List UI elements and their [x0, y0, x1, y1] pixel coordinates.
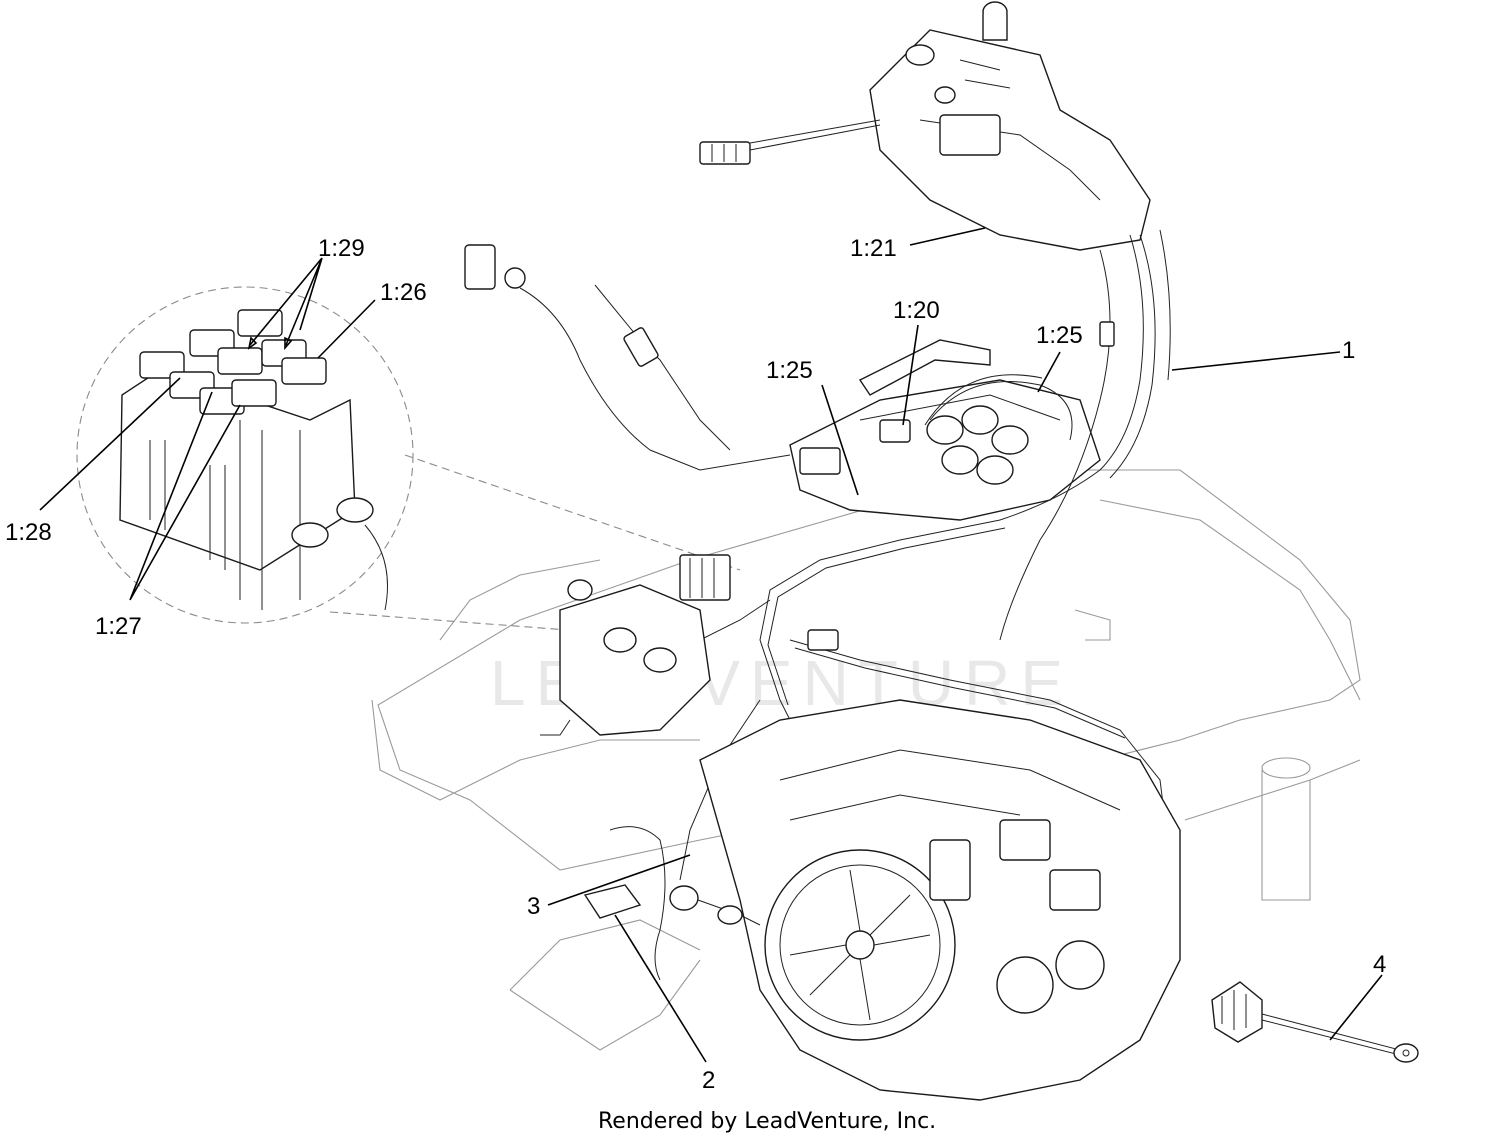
engine: [699, 699, 1181, 1101]
callout-1-29: 1:29: [318, 235, 365, 262]
sensor-lead: [464, 244, 791, 471]
callout-1-20: 1:20: [893, 297, 940, 324]
render-credit: Rendered by LeadVenture, Inc.: [598, 1109, 936, 1134]
zoom-leader-top: [404, 454, 741, 571]
callout-1: 1: [1342, 337, 1355, 364]
zoom-leader-bottom: [329, 611, 701, 641]
leader-lines: [39, 227, 1383, 1063]
callout-1-26: 1:26: [380, 279, 427, 306]
lower-left-parts: [583, 826, 761, 981]
callout-1-27: 1:27: [95, 613, 142, 640]
callout-1-28: 1:28: [5, 519, 52, 546]
ground-cable-item-4: [1211, 981, 1419, 1063]
callout-2: 2: [702, 1067, 715, 1094]
engine-top-assembly: [789, 339, 1101, 521]
callout-1-21: 1:21: [850, 235, 897, 262]
main-harness: [679, 229, 1171, 881]
valve-block: [540, 554, 731, 736]
fuse-block-detail: [76, 286, 414, 624]
callout-4: 4: [1373, 951, 1386, 978]
callout-1-25-right: 1:25: [1036, 322, 1083, 349]
callout-3: 3: [527, 893, 540, 920]
control-panel: [699, 1, 1151, 251]
callout-1-25-left: 1:25: [766, 357, 813, 384]
